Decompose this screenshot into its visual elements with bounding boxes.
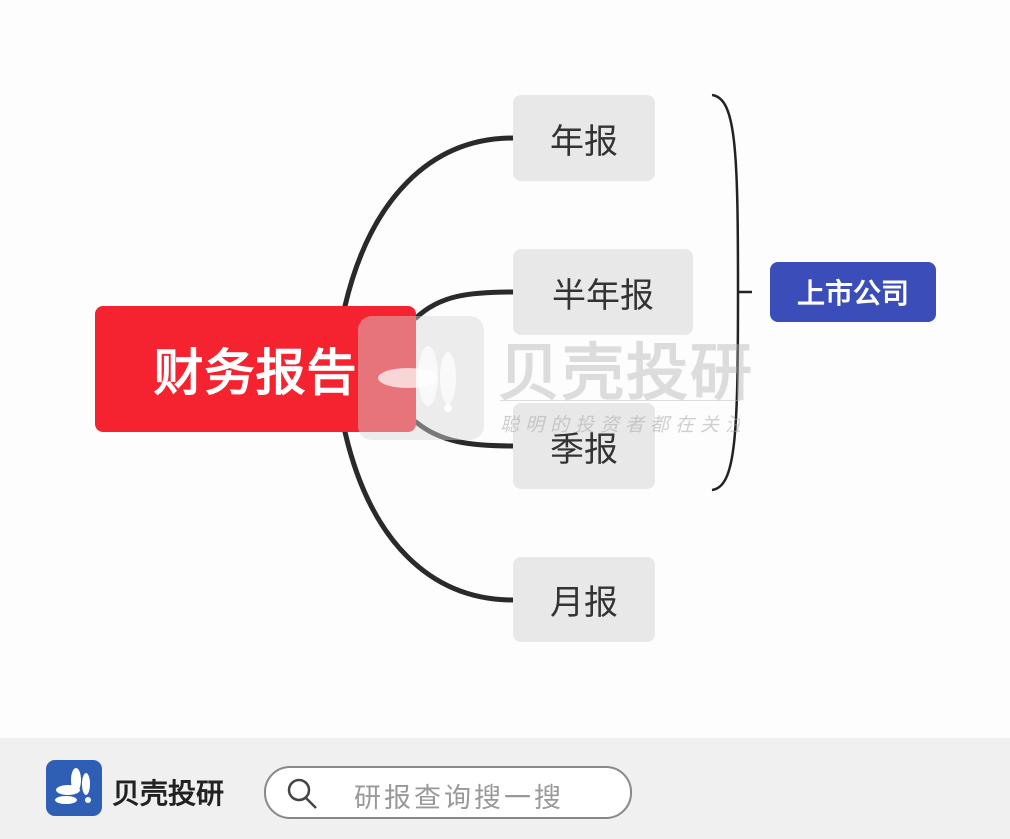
connector-monthly: [342, 429, 516, 603]
node-monthly-report[interactable]: 月报: [513, 557, 655, 642]
brand-name: 贝壳投研: [112, 777, 225, 810]
node-semiannual-report[interactable]: 半年报: [513, 249, 693, 335]
search-input[interactable]: 研报查询搜一搜: [264, 766, 632, 819]
node-quarterly-report[interactable]: 季报: [513, 403, 655, 489]
group-bracket: [711, 93, 752, 492]
connector-quarterly: [413, 419, 516, 449]
footer-bar: 贝壳投研 研报查询搜一搜: [0, 738, 1010, 839]
group-label-listed-company[interactable]: 上市公司: [770, 262, 936, 322]
search-icon: [287, 778, 317, 809]
connector-annual: [342, 135, 516, 309]
connector-semiannual: [413, 289, 516, 321]
brand-logo-icon[interactable]: [46, 760, 102, 816]
root-node[interactable]: 财务报告: [95, 306, 416, 432]
search-placeholder: 研报查询搜一搜: [354, 783, 564, 814]
node-annual-report[interactable]: 年报: [513, 95, 655, 181]
